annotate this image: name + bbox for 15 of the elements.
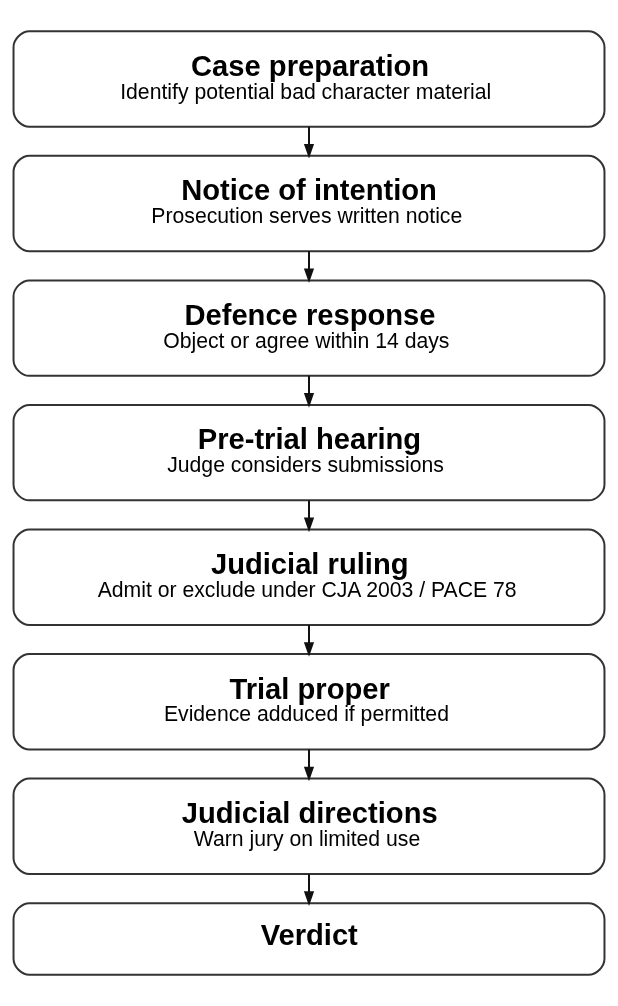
node-box: Trial proper Evidence adduced if permitted [12, 653, 606, 751]
arrow [303, 873, 315, 906]
arrow [303, 748, 315, 782]
arrow [303, 374, 315, 408]
arrow [303, 250, 315, 284]
node-box: Judicial ruling Admit or exclude under CJA 2003 / PACE 78 [12, 528, 606, 626]
node-box: Verdict [12, 902, 606, 976]
node-box: Defence response Object or agree within 14 days [12, 279, 606, 377]
arrow [303, 499, 315, 533]
arrow [303, 623, 315, 657]
node-box: Case preparation Identify potential bad character material [12, 30, 606, 128]
node-box: Judicial directions Warn jury on limited use [12, 777, 606, 875]
arrow [303, 125, 315, 159]
node-box: Pre-trial hearing Judge considers submissions [12, 403, 606, 502]
node-box: Notice of intention Prosecution serves written notice [12, 154, 606, 253]
